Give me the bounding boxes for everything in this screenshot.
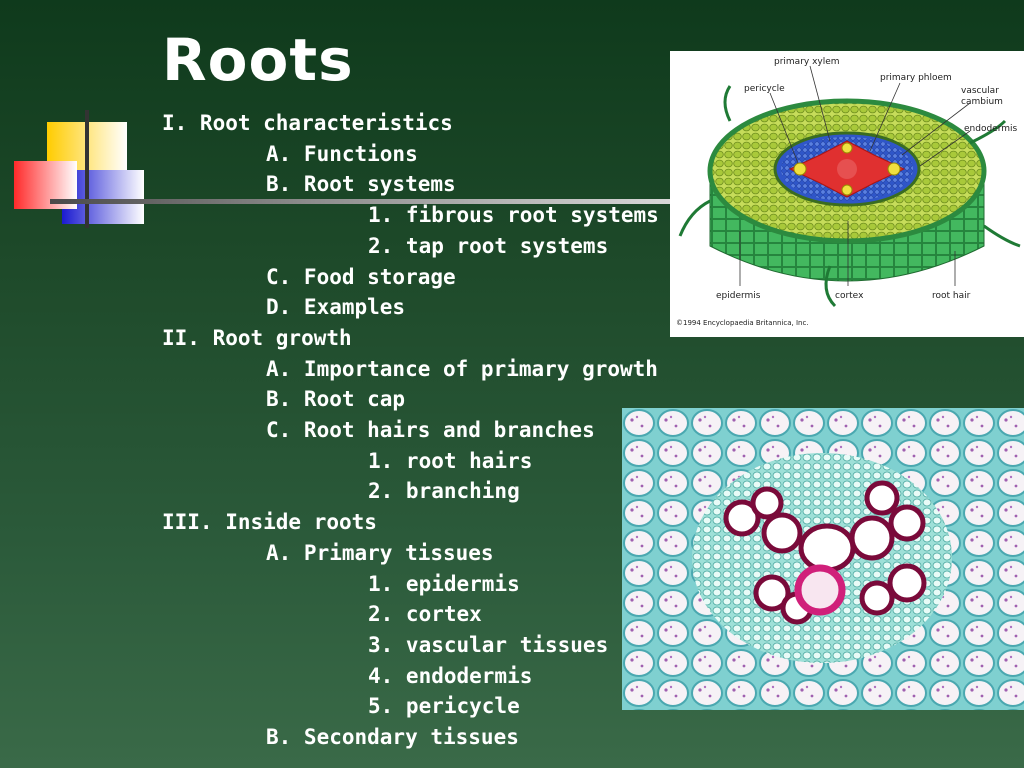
outline-item: B. Root cap	[266, 387, 406, 412]
outline-item: 3. vascular tissues	[368, 632, 609, 657]
diagram-copyright: ©1994 Encyclopaedia Britannica, Inc.	[676, 319, 809, 327]
outline-item: III. Inside roots	[162, 510, 377, 535]
horizontal-rule	[50, 199, 672, 204]
outline-list: I. Root characteristics A. Functions B. …	[162, 108, 659, 753]
outline-item: C. Food storage	[266, 264, 456, 289]
outline-item: 1. fibrous root systems	[368, 203, 659, 228]
outline-item: II. Root growth	[162, 325, 352, 350]
label-endodermis: endodermis	[964, 124, 1018, 134]
deco-vertical-line	[85, 110, 89, 228]
outline-item: 2. tap root systems	[368, 233, 609, 258]
label-vascular-cambium-line2: cambium	[961, 97, 1003, 107]
outline-item: A. Importance of primary growth	[266, 356, 658, 381]
label-cortex: cortex	[835, 291, 864, 301]
outline-item: B. Root systems	[266, 172, 456, 197]
label-primary-xylem: primary xylem	[774, 57, 840, 67]
outline-item: D. Examples	[266, 295, 406, 320]
outline-item: 5. pericycle	[368, 694, 520, 719]
outline-item: 2. cortex	[368, 602, 482, 627]
label-primary-phloem: primary phloem	[880, 73, 952, 83]
outline-item: A. Primary tissues	[266, 540, 494, 565]
label-root-hair: root hair	[932, 291, 971, 301]
outline-item: 4. endodermis	[368, 663, 533, 688]
outline-item: C. Root hairs and branches	[266, 418, 595, 443]
outline-item: B. Secondary tissues	[266, 725, 519, 750]
outline-item: 2. branching	[368, 479, 520, 504]
outline-item: 1. root hairs	[368, 448, 533, 473]
outline-item: A. Functions	[266, 141, 418, 166]
label-pericycle: pericycle	[744, 84, 785, 94]
label-vascular-cambium-line1: vascular	[961, 86, 999, 96]
outline-item: I. Root characteristics	[162, 111, 453, 135]
decorative-squares	[14, 110, 144, 228]
label-epidermis: epidermis	[716, 291, 761, 301]
outline-item: 1. epidermis	[368, 571, 520, 596]
root-cross-section-diagram: primary xylem pericycle primary phloem v…	[670, 51, 1024, 337]
root-micrograph-image	[622, 408, 1024, 710]
slide-title: Roots	[162, 26, 354, 94]
